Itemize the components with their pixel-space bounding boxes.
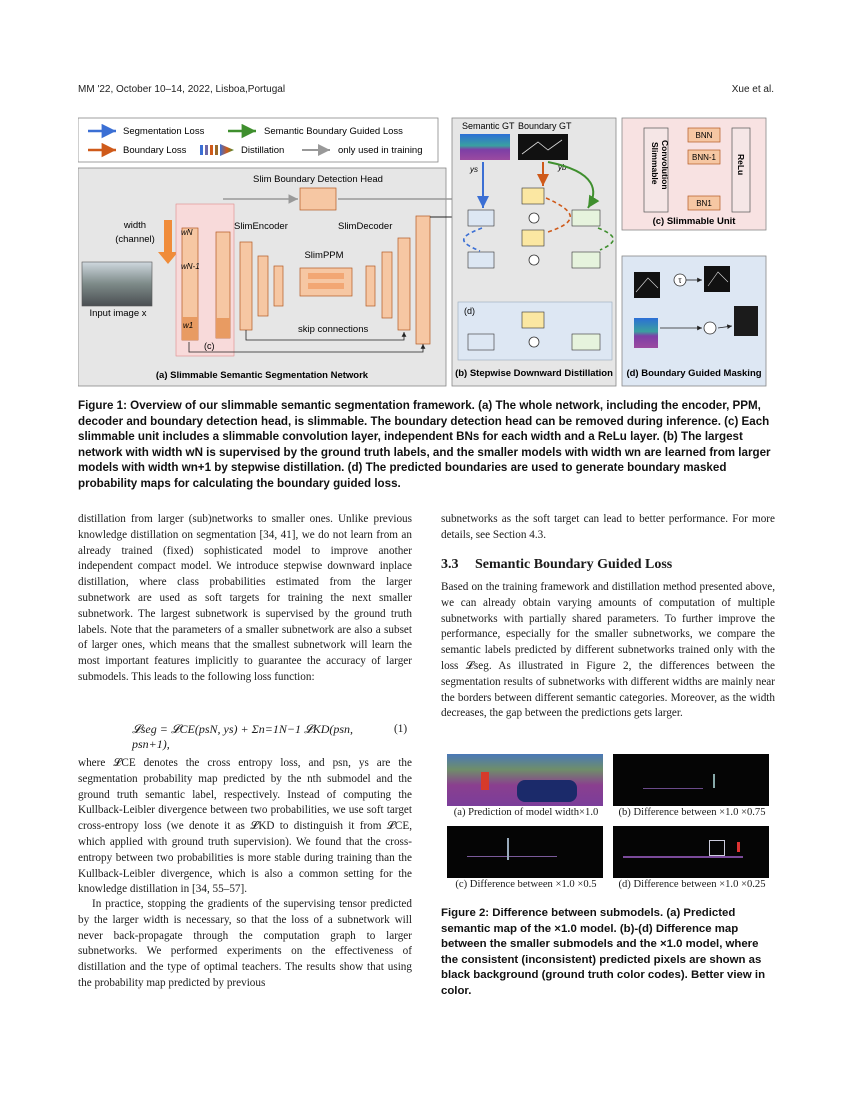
fig2-diff-025-image <box>613 826 769 878</box>
figure-2-caption: Figure 2: Difference between submodels. … <box>441 907 766 997</box>
relu-label: ReLu <box>736 154 746 175</box>
panel-a-caption: (a) Slimmable Semantic Segmentation Netw… <box>156 370 369 381</box>
semantic-gt-label: Semantic GT <box>462 121 515 131</box>
figure-1: Segmentation Loss Semantic Boundary Guid… <box>78 117 767 387</box>
legend-seg-loss: Segmentation Loss <box>123 126 205 137</box>
pb-nodes <box>467 187 601 351</box>
legend-only-training: only used in training <box>338 145 423 156</box>
section-heading: 3.3 Semantic Boundary Guided Loss <box>441 557 672 573</box>
left-paragraph-3: In practice, stopping the gradients of t… <box>78 898 412 989</box>
running-header-right: Xue et al. <box>731 84 774 95</box>
semantic-gt-image <box>460 134 510 160</box>
section-title: Semantic Boundary Guided Loss <box>475 557 673 572</box>
width-arrow-icon <box>158 220 178 264</box>
figure-1-caption: Figure 1: Overview of our slimmable sema… <box>78 399 771 490</box>
yb-label: yb <box>557 163 567 172</box>
multiply-node-icon <box>528 212 540 224</box>
fig2-diff-075-image <box>613 754 769 806</box>
boundary-gt-image <box>518 134 568 160</box>
left-paragraph-1: distillation from larger (sub)networks t… <box>78 513 412 683</box>
running-header-left: MM '22, October 10–14, 2022, Lisboa,Port… <box>78 84 286 95</box>
panel-b-caption: (b) Stepwise Downward Distillation <box>455 368 613 379</box>
ys-label: ys <box>469 165 478 174</box>
right-paragraph-2: Based on the training framework and dist… <box>441 581 775 720</box>
fig2-caption-a: (a) Prediction of model width×1.0 <box>453 807 599 818</box>
bn-n1-label: BNN-1 <box>692 153 717 162</box>
fig2-caption-d: (d) Difference between ×1.0 ×0.25 <box>618 879 766 890</box>
c-tag: (c) <box>204 341 215 351</box>
decoder-label: SlimDecoder <box>338 221 392 232</box>
conv-label-2: Convolution <box>660 140 670 190</box>
ppm-label: SlimPPM <box>304 250 343 261</box>
width-label: width <box>123 220 146 231</box>
w1-label: w1 <box>183 321 193 330</box>
section-number: 3.3 <box>441 557 459 572</box>
legend-distillation: Distillation <box>241 145 284 156</box>
fig2-diff-05-image <box>447 826 603 878</box>
fig2-caption-b: (b) Difference between ×1.0 ×0.75 <box>618 807 766 818</box>
wn1-label: wN-1 <box>181 262 200 271</box>
skip-label: skip connections <box>298 324 368 335</box>
bn-n-label: BNN <box>696 131 713 140</box>
panel-c-caption: (c) Slimmable Unit <box>653 216 737 227</box>
conv-label-1: Slimmable <box>650 142 660 185</box>
figure-2: (a) Prediction of model width×1.0 (b) Di… <box>441 750 775 898</box>
legend-boundary-loss: Boundary Loss <box>123 145 187 156</box>
fig2-caption-c: (c) Difference between ×1.0 ×0.5 <box>455 879 597 890</box>
boundary-gt-label: Boundary GT <box>518 121 572 131</box>
d-tag: (d) <box>464 306 475 316</box>
equation-1: 𝓛seg = 𝓛CE(psN, ys) + Σn=1N−1 𝓛KD(psn, p… <box>132 722 354 751</box>
legend-sem-boundary-loss: Semantic Boundary Guided Loss <box>264 126 403 137</box>
equation-number: (1) <box>394 723 408 735</box>
channel-label: (channel) <box>115 234 155 245</box>
bn-1-label: BN1 <box>696 199 712 208</box>
panel-d-caption: (d) Boundary Guided Masking <box>626 368 761 379</box>
input-image <box>81 261 153 307</box>
distillation-gradient-icon <box>200 144 234 156</box>
mask-multiply-icon <box>703 321 717 335</box>
encoder-label: SlimEncoder <box>234 221 288 232</box>
fig2-prediction-image <box>447 754 603 806</box>
input-label: Input image x <box>89 308 146 319</box>
wn-label: wN <box>181 228 193 237</box>
left-paragraph-2: where 𝓛CE denotes the cross entropy loss… <box>78 757 412 896</box>
boundary-head-label: Slim Boundary Detection Head <box>253 174 383 185</box>
right-paragraph-1: subnetworks as the soft target can lead … <box>441 513 775 541</box>
left-column: distillation from larger (sub)networks t… <box>78 512 412 686</box>
tau-label: τ <box>678 276 682 285</box>
